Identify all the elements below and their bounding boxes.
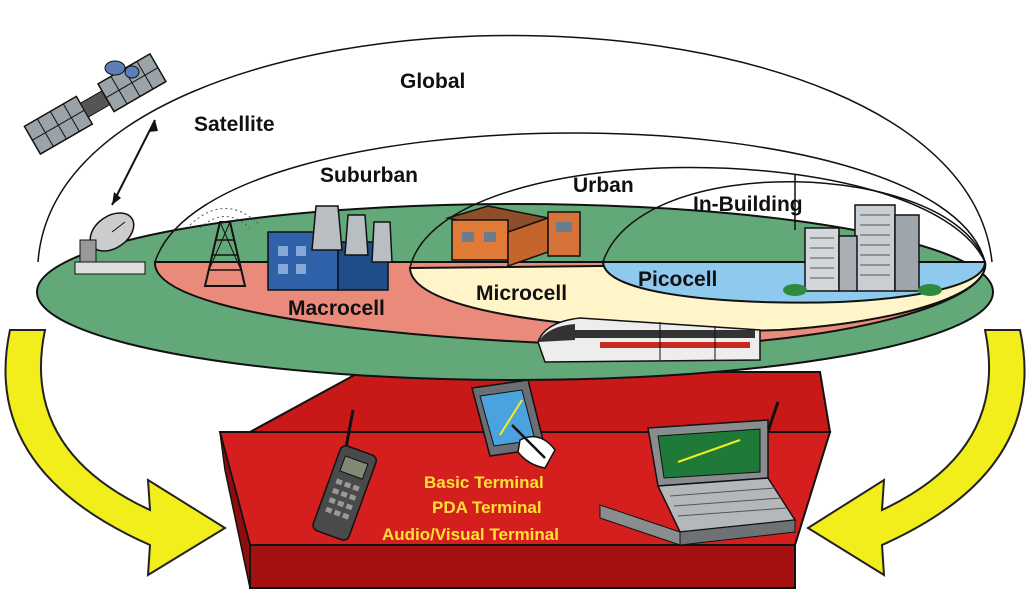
label-urban: Urban [573, 174, 634, 197]
mobile-phone-icon [312, 409, 377, 541]
right-arrow [806, 329, 1026, 577]
label-av-terminal: Audio/Visual Terminal [382, 525, 559, 544]
label-global: Global [400, 70, 465, 93]
label-basic-terminal: Basic Terminal [424, 473, 544, 492]
left-arrow [4, 329, 227, 577]
train-icon [537, 317, 761, 363]
office-building-icon [783, 204, 942, 296]
label-macrocell: Macrocell [288, 297, 385, 320]
factory-icon [267, 205, 393, 291]
house-icon [445, 205, 581, 268]
label-satellite: Satellite [194, 113, 275, 136]
label-microcell: Microcell [476, 282, 567, 305]
satellite-icon [23, 52, 167, 156]
label-in-building: In-Building [693, 193, 803, 216]
label-picocell: Picocell [638, 268, 717, 291]
radio-tower-icon [189, 208, 261, 287]
label-suburban: Suburban [320, 164, 418, 187]
satellite-link [111, 119, 158, 206]
satellite-dish-icon [74, 212, 146, 275]
laptop-icon [599, 401, 797, 546]
pda-icon [471, 379, 556, 469]
label-pda-terminal: PDA Terminal [432, 498, 542, 517]
